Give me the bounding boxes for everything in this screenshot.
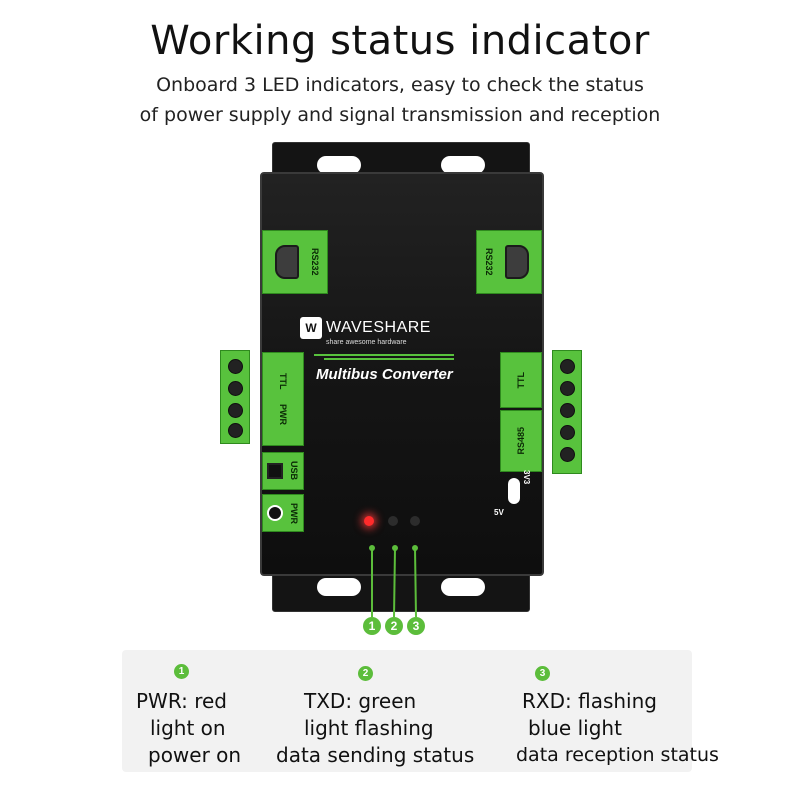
indicator-number-1: 1 — [174, 664, 189, 679]
usb-connector — [267, 463, 283, 479]
mounting-slot — [441, 156, 485, 174]
led-marker-2: 2 — [385, 617, 403, 635]
rs485-label: RS485 — [516, 427, 526, 455]
indicator-legend — [122, 650, 692, 772]
ttl-panel-right: TTL — [500, 352, 542, 408]
rs232-right-label: RS232 — [484, 248, 494, 276]
rs232-port-left: RS232 — [262, 230, 328, 294]
db9-connector — [275, 245, 299, 279]
ttl-pwr-panel-left: TTL PWR — [262, 352, 304, 446]
indicator-pwr-line-2: light on — [150, 716, 226, 740]
usb-label: USB — [289, 461, 299, 481]
pwr-left-label: PWR — [278, 403, 288, 425]
db9-connector — [505, 245, 529, 279]
indicator-txd-line-2: light flashing — [304, 716, 434, 740]
indicator-pwr-line-1: PWR: red — [136, 689, 227, 713]
indicator-number-3: 3 — [535, 666, 550, 681]
indicator-pwr: PWR: red light on power on — [136, 688, 241, 769]
txd-led — [388, 516, 398, 526]
screw — [560, 381, 575, 396]
mounting-slot — [317, 156, 361, 174]
green-stripe — [314, 354, 454, 360]
indicator-rxd-line-1: RXD: flashing — [522, 689, 657, 713]
voltage-switch — [508, 478, 520, 504]
pwr-led — [364, 516, 374, 526]
waveshare-logo-icon: W — [300, 317, 322, 339]
rs485-panel: RS485 — [500, 410, 542, 472]
indicator-txd-line-3: data sending status — [276, 743, 475, 767]
brand-tagline: share awesome hardware — [326, 339, 407, 346]
mounting-slot — [441, 578, 485, 596]
subtitle-line-2: of power supply and signal transmission … — [139, 104, 661, 126]
indicator-pwr-line-3: power on — [148, 743, 242, 767]
usb-port: USB — [262, 452, 304, 490]
screw — [560, 447, 575, 462]
rxd-led — [410, 516, 420, 526]
indicator-txd-line-1: TXD: green — [304, 689, 417, 713]
power-jack: PWR — [262, 494, 304, 532]
indicator-txd: TXD: green light flashing data sending s… — [276, 688, 474, 769]
pwr-jack-label: PWR — [289, 502, 299, 524]
led-marker-3: 3 — [407, 617, 425, 635]
mounting-slot — [317, 578, 361, 596]
screw — [228, 423, 243, 438]
screw — [560, 403, 575, 418]
converter-device: RS232 RS232 TTL PWR USB PWR TTL RS485 — [220, 140, 582, 612]
indicator-rxd-line-3: data reception status — [516, 744, 719, 766]
ttl-left-label: TTL — [278, 373, 288, 390]
switch-label-5v: 5V — [494, 508, 504, 517]
indicator-rxd-line-2: blue light — [528, 716, 622, 740]
switch-label-3v3: 3V3 — [522, 470, 531, 485]
screw — [228, 359, 243, 374]
device-enclosure: RS232 RS232 TTL PWR USB PWR TTL RS485 — [260, 172, 544, 576]
screw — [228, 403, 243, 418]
rs232-left-label: RS232 — [310, 248, 320, 276]
screw — [228, 381, 243, 396]
screw — [560, 359, 575, 374]
power-jack-socket — [267, 505, 283, 521]
brand-name: WAVESHARE — [326, 319, 431, 336]
indicator-number-2: 2 — [358, 666, 373, 681]
led-marker-1: 1 — [363, 617, 381, 635]
page-title: Working status indicator — [150, 18, 650, 64]
terminal-block-right — [552, 350, 582, 474]
rs232-port-right: RS232 — [476, 230, 542, 294]
indicator-rxd: RXD: flashing blue light data reception … — [516, 688, 719, 769]
ttl-right-label: TTL — [516, 371, 526, 389]
screw — [560, 425, 575, 440]
subtitle-line-1: Onboard 3 LED indicators, easy to check … — [156, 74, 644, 96]
terminal-block-left — [220, 350, 250, 444]
model-name: Multibus Converter — [316, 366, 453, 383]
brand-logo: W WAVESHARE — [300, 317, 431, 339]
